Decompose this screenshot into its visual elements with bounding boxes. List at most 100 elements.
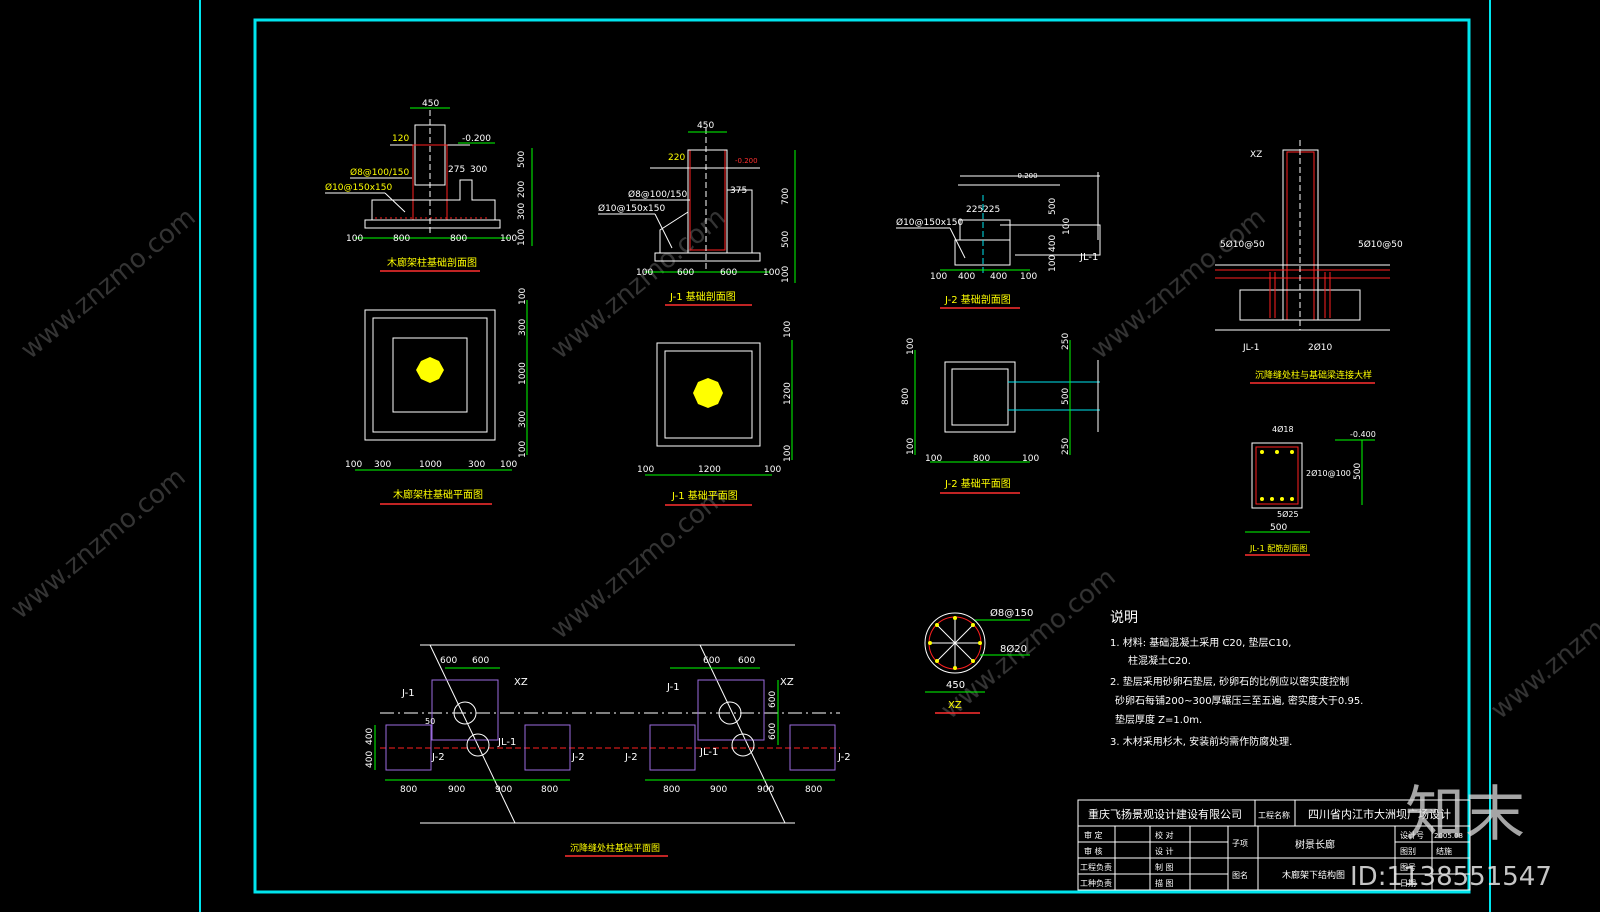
dim-label: 50 xyxy=(425,717,435,726)
dim-label: 700 xyxy=(781,188,791,205)
dim-label: 200 xyxy=(517,181,527,198)
dim-label: 100 xyxy=(636,268,653,278)
beam-label: JL-1 xyxy=(1079,252,1098,263)
dim-label: 600 xyxy=(472,656,489,666)
section-title: JL-1 配筋剖面图 xyxy=(1249,543,1307,553)
dim-label: 100 xyxy=(517,229,527,246)
elevation-label: -0.200 xyxy=(462,134,491,144)
j1-section: 450 -0.200 220 Ø8@100/150 Ø10@150x150 37… xyxy=(598,121,796,306)
dim-label: 500 xyxy=(1061,388,1071,405)
column-label: XZ xyxy=(514,677,528,688)
sub-name: 树景长廊 xyxy=(1295,838,1335,851)
joint-detail: XZ 5Ø10@50 5Ø10@50 JL-1 2Ø10 沉降缝处柱与基础梁连接… xyxy=(1215,140,1403,384)
dim-label: 500 xyxy=(781,231,791,248)
dim-label: 500 xyxy=(1048,198,1058,215)
dim-label: 800 xyxy=(973,454,990,464)
rebar-label: 5Ø10@50 xyxy=(1220,239,1265,250)
dim-label: 100 xyxy=(783,445,793,462)
dim-label: 120 xyxy=(392,134,409,144)
tb-cell: 制 图 xyxy=(1155,862,1174,872)
dim-label: 100 xyxy=(346,234,363,244)
dim-label: 500 xyxy=(517,151,527,168)
design-notes: 说明 1. 材料: 基础混凝土采用 C20, 垫层C10, 柱混凝土C20. 2… xyxy=(1110,610,1363,748)
dim-label: 600 xyxy=(677,268,694,278)
dim-label: 300 xyxy=(517,203,527,220)
dim-label: 100 xyxy=(783,321,793,338)
section-title: 木廊架柱基础剖面图 xyxy=(387,256,477,269)
dim-label: 100 xyxy=(906,438,916,455)
beam-label: JL-1 xyxy=(497,737,516,748)
dim-label: 1000 xyxy=(518,362,528,385)
beam-label: JL-1 xyxy=(699,747,718,758)
beam-label: JL-1 xyxy=(1242,343,1259,353)
column-label: XZ xyxy=(780,677,794,688)
rebar-label: 2Ø10@100 xyxy=(1306,468,1351,478)
dim-label: 100 xyxy=(1062,218,1072,235)
tb-cell: 工种负责 xyxy=(1080,878,1112,888)
logo-watermark: 知末 xyxy=(1405,780,1525,850)
dim-label: 800 xyxy=(400,785,417,795)
dim-label: 450 xyxy=(422,99,439,109)
section-title: XZ xyxy=(948,700,962,711)
footing-label: J-2 xyxy=(837,752,851,763)
dim-label: 800 xyxy=(393,234,410,244)
sub-label: 子项 xyxy=(1232,839,1248,848)
dim-label: 100 xyxy=(781,266,791,283)
dim-label: 300 xyxy=(470,165,487,175)
section-title: 木廊架柱基础平面图 xyxy=(393,488,483,501)
drawing-name: 木廊架下结构图 xyxy=(1282,869,1345,881)
dim-label: 1200 xyxy=(783,382,793,405)
drawing-frame xyxy=(199,0,1491,912)
footing-label: J-2 xyxy=(431,752,445,763)
j2-plan: 100 800 100 250 500 250 100 800 100 J-2 … xyxy=(901,333,1100,494)
dim-label: 100 xyxy=(1020,272,1037,282)
dim-label: 900 xyxy=(448,785,465,795)
dim-label: 100 xyxy=(930,272,947,282)
dim-label: 600 xyxy=(768,723,778,740)
rebar-label: Ø10@150x150 xyxy=(598,203,665,214)
dim-label: 900 xyxy=(495,785,512,795)
dim-label: 600 xyxy=(738,656,755,666)
id-watermark: ID:1138551547 xyxy=(1350,862,1552,892)
project-name: 四川省内江市大洲坝广场设计 xyxy=(1308,807,1451,821)
dim-label: 600 xyxy=(768,691,778,708)
title-block xyxy=(1077,799,1471,891)
note-line: 柱混凝土C20. xyxy=(1128,654,1191,667)
tb-cell: 2005.08 xyxy=(1434,832,1463,840)
company-name: 重庆飞扬景观设计建设有限公司 xyxy=(1088,807,1242,821)
settlement-plan: 600 600 600 600 J-1 J-1 XZ XZ JL-1 JL-1 … xyxy=(365,644,851,857)
rebar-label: 5Ø25 xyxy=(1277,509,1299,519)
name-label: 图名 xyxy=(1232,870,1248,880)
elevation-label: -0.200 xyxy=(1015,172,1038,180)
dim-label: 300 xyxy=(518,411,528,428)
rebar-label: 4Ø18 xyxy=(1272,424,1294,434)
tb-cell: 结施 xyxy=(1436,846,1452,856)
tb-cell: 日期 xyxy=(1400,879,1416,888)
dim-label: 600 xyxy=(703,656,720,666)
dim-label: 250 xyxy=(1061,333,1071,350)
dim-label: 100 xyxy=(906,338,916,355)
project-label: 工程名称 xyxy=(1258,810,1290,820)
dim-label: 500 xyxy=(1353,463,1363,480)
dim-label: 600 xyxy=(720,268,737,278)
dim-label: 225 xyxy=(966,205,983,215)
dim-label: 450 xyxy=(697,121,714,131)
note-line: 1. 材料: 基础混凝土采用 C20, 垫层C10, xyxy=(1110,636,1291,649)
dim-label: 800 xyxy=(805,785,822,795)
section-title: J-1 基础剖面图 xyxy=(669,290,736,303)
note-line: 垫层厚度 Z=1.0m. xyxy=(1115,713,1202,726)
footing-label: J-2 xyxy=(571,752,585,763)
dim-label: 900 xyxy=(757,785,774,795)
dim-label: 800 xyxy=(541,785,558,795)
wood-frame-plan: 100 300 1000 300 100 100 300 1000 300 10… xyxy=(345,288,528,505)
rebar-label: Ø8@100/150 xyxy=(350,167,409,178)
tb-cell: 设计号 xyxy=(1400,830,1424,840)
dim-label: 400 xyxy=(958,272,975,282)
tb-cell: 校 对 xyxy=(1155,830,1174,840)
note-line: 2. 垫层采用砂卵石垫层, 砂卵石的比例应以密实度控制 xyxy=(1110,675,1349,688)
dim-label: 100 xyxy=(637,465,654,475)
dim-label: 1000 xyxy=(419,460,442,470)
footing-label: J-1 xyxy=(401,688,415,699)
dim-label: 500 xyxy=(1270,523,1287,533)
